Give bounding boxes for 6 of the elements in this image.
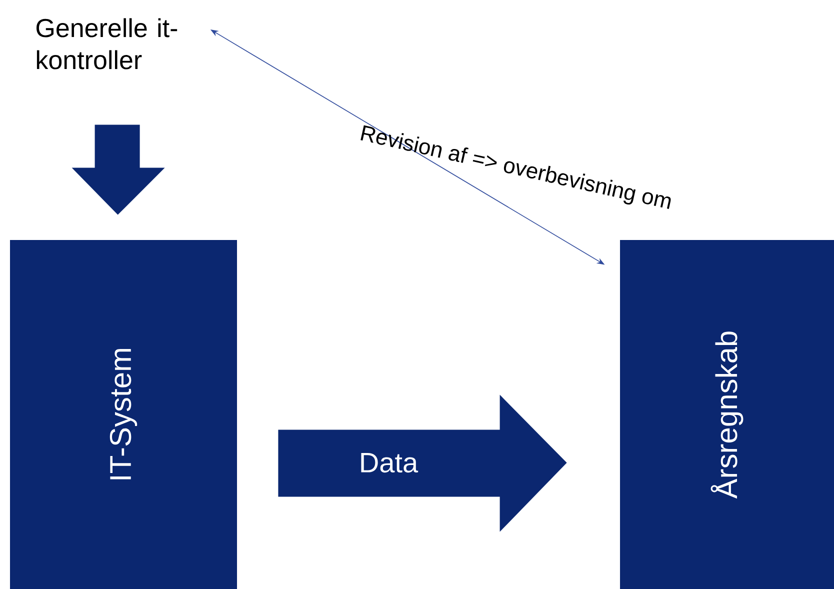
block-arrow [278, 394, 567, 532]
heading-text: Generelle it-kontroller [36, 18, 178, 70]
system-box: Årsregnskab [620, 240, 834, 589]
edge-label: Data [361, 453, 418, 473]
block-arrow [72, 124, 165, 215]
system-box: IT-System [10, 240, 237, 589]
